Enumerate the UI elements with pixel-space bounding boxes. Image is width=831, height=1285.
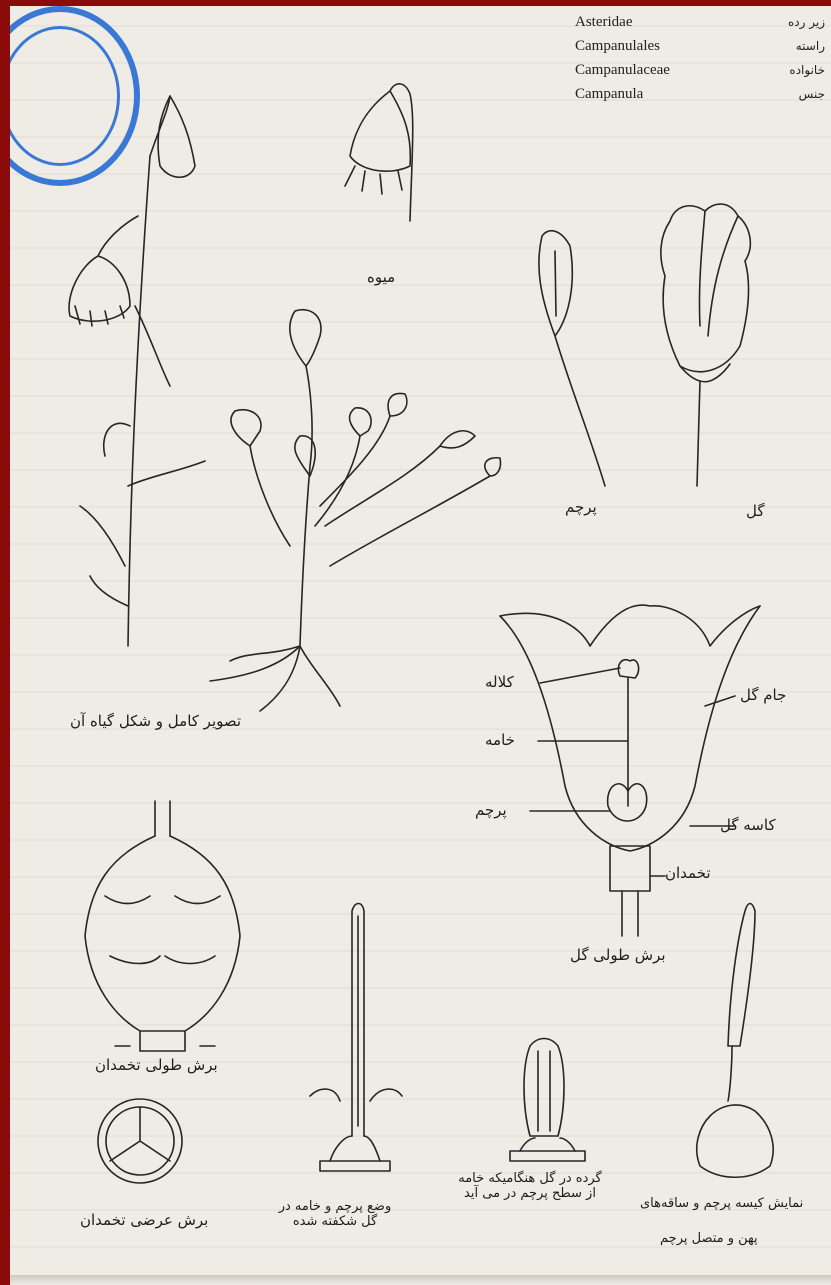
tall-stem-drawing [69,96,205,646]
ovary-long-section-drawing [85,801,240,1051]
stamen-label: پرچم [565,498,597,516]
ovary-long-section-label: برش طولی تخمدان [95,1056,218,1074]
flower-section-drawing [500,605,760,936]
ovary-cross-section-drawing [98,1099,182,1183]
pollen-on-style-label: گرده در گل هنگامیکه خامه از سطح پرچم در … [455,1171,605,1201]
whole-plant-label: تصویر کامل و شکل گیاه آن [70,712,241,730]
style-label: خامه [485,731,515,749]
ovary-cross-section-label: برش عرضی تخمدان [80,1211,208,1229]
flower-section-label: برش طولی گل [570,946,666,964]
fruit-label: میوه [367,268,395,286]
fruit-drawing [345,84,413,221]
pollen-style-drawing [510,1039,585,1162]
sepal-label: کاسه گل [720,816,776,834]
stamen-filament-drawing [697,904,773,1178]
petal-label: جام گل [740,686,786,704]
bell-flower-drawing [661,204,750,486]
stigma-label: کلاله [485,673,514,691]
leader-lines [530,668,735,876]
stamen-style-position-label: وضع پرچم و خامه در گل شکفته شده [270,1199,400,1229]
stamen-style-drawing [310,904,402,1172]
stamen-filament-label-line-2: پهن و متصل پرچم [660,1231,758,1246]
botanical-illustrations [10,6,831,1285]
stamen-drawing [539,231,605,486]
ovary-label: تخمدان [665,864,711,882]
book-page: Asteridae زیر رده Campanulales راسته Cam… [10,6,831,1285]
flower-label: گل [746,502,765,520]
rosette-plant-drawing [210,310,501,711]
stamen-filament-label-line-1: نمایش کیسه پرچم و ساقه‌های [640,1196,803,1211]
page-bottom-edge [10,1275,831,1285]
stamen-part-label: پرچم [475,801,507,819]
